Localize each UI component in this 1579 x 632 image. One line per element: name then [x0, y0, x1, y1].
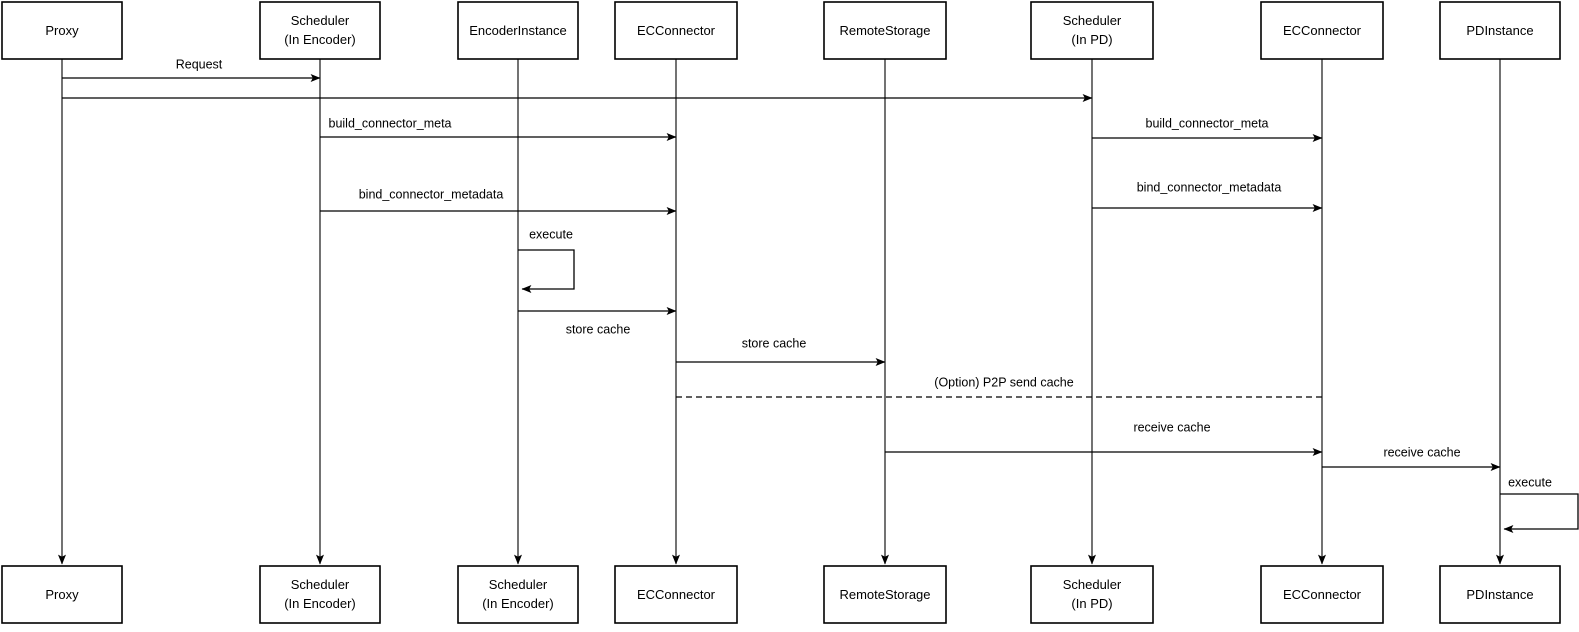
participant-sublabel: (In Encoder): [284, 32, 356, 47]
message-label: store cache: [742, 336, 807, 350]
participant-box-frame: [1439, 565, 1561, 624]
participant-box-frame: [457, 565, 579, 624]
participant-box-frame: [1260, 1, 1384, 60]
message-label: (Option) P2P send cache: [934, 375, 1073, 389]
message-label: build_connector_meta: [329, 116, 452, 130]
lifelines-layer: [58, 59, 1504, 565]
participant-sublabel: (In Encoder): [482, 596, 554, 611]
participant-label: Scheduler: [1063, 13, 1122, 28]
participant-box-bottom-ecc-pd[interactable]: ECConnector: [1260, 565, 1384, 624]
participant-box-top-remote[interactable]: RemoteStorage: [823, 1, 947, 60]
participant-box-frame: [457, 1, 579, 60]
message-m1[interactable]: Request: [62, 57, 321, 82]
message-label: receive cache: [1133, 420, 1210, 434]
participant-sublabel: (In PD): [1071, 596, 1112, 611]
self-message-loop: [1500, 493, 1579, 533]
message-label: build_connector_meta: [1146, 116, 1269, 130]
participant-label: ECConnector: [1283, 587, 1362, 602]
message-m9[interactable]: (Option) P2P send cache: [676, 375, 1322, 398]
participant-box-frame: [1030, 565, 1154, 624]
message-label: bind_connector_metadata: [1137, 180, 1282, 194]
participant-label: Scheduler: [489, 577, 548, 592]
participant-box-bottom-ecc-enc[interactable]: ECConnector: [614, 565, 738, 624]
participant-label: ECConnector: [637, 587, 716, 602]
participant-label: Scheduler: [291, 577, 350, 592]
participant-label: Scheduler: [291, 13, 350, 28]
participant-box-bottom-pd-instance[interactable]: PDInstance: [1439, 565, 1561, 624]
participant-box-top-proxy[interactable]: Proxy: [1, 1, 123, 60]
message-m8[interactable]: store cache: [676, 336, 886, 366]
participant-box-top-ecc-pd[interactable]: ECConnector: [1260, 1, 1384, 60]
self-message-label: execute: [1508, 475, 1552, 489]
participant-box-top-ecc-enc[interactable]: ECConnector: [614, 1, 738, 60]
message-m3[interactable]: build_connector_meta: [320, 116, 677, 141]
participant-label: PDInstance: [1466, 23, 1533, 38]
participant-box-bottom-sched-enc[interactable]: Scheduler (In Encoder): [259, 565, 381, 624]
participant-box-bottom-sched-pd[interactable]: Scheduler (In PD): [1030, 565, 1154, 624]
participant-box-frame: [1439, 1, 1561, 60]
self-message-label: execute: [529, 227, 573, 241]
participant-label: ECConnector: [1283, 23, 1362, 38]
participant-label: EncoderInstance: [469, 23, 567, 38]
self-message-s2[interactable]: execute: [1500, 475, 1579, 533]
message-m7[interactable]: store cache: [518, 307, 677, 336]
participant-box-frame: [823, 1, 947, 60]
message-label: Request: [176, 57, 223, 71]
participant-box-bottom-proxy[interactable]: Proxy: [1, 565, 123, 624]
message-m6[interactable]: bind_connector_metadata: [1092, 180, 1323, 212]
participant-box-frame: [823, 565, 947, 624]
message-m11[interactable]: receive cache: [1322, 445, 1501, 471]
participant-box-frame: [614, 1, 738, 60]
message-label: receive cache: [1383, 445, 1460, 459]
participant-box-top-pd-instance[interactable]: PDInstance: [1439, 1, 1561, 60]
self-message-loop: [518, 249, 575, 293]
participant-box-frame: [1030, 1, 1154, 60]
messages-layer: Request build_connector_meta build_connect…: [62, 57, 1501, 471]
participant-sublabel: (In PD): [1071, 32, 1112, 47]
message-m4[interactable]: build_connector_meta: [1092, 116, 1323, 142]
message-m10[interactable]: receive cache: [885, 420, 1323, 456]
participant-sublabel: (In Encoder): [284, 596, 356, 611]
participant-box-top-sched-pd[interactable]: Scheduler (In PD): [1030, 1, 1154, 60]
participant-box-frame: [259, 565, 381, 624]
self-messages-layer: execute execute: [518, 227, 1579, 533]
participant-label: Scheduler: [1063, 577, 1122, 592]
participant-box-frame: [1260, 565, 1384, 624]
participant-label: Proxy: [45, 23, 79, 38]
participant-box-frame: [614, 565, 738, 624]
self-message-s1[interactable]: execute: [518, 227, 575, 293]
message-m5[interactable]: bind_connector_metadata: [320, 187, 677, 215]
participant-label: ECConnector: [637, 23, 716, 38]
message-label: bind_connector_metadata: [359, 187, 504, 201]
participant-box-top-sched-enc[interactable]: Scheduler (In Encoder): [259, 1, 381, 60]
participant-box-bottom-remote[interactable]: RemoteStorage: [823, 565, 947, 624]
participant-box-bottom-enc-instance[interactable]: Scheduler (In Encoder): [457, 565, 579, 624]
participant-label: PDInstance: [1466, 587, 1533, 602]
participant-box-frame: [259, 1, 381, 60]
participant-label: RemoteStorage: [839, 587, 930, 602]
participant-box-frame: [1, 1, 123, 60]
participant-label: Proxy: [45, 587, 79, 602]
participant-box-frame: [1, 565, 123, 624]
participant-label: RemoteStorage: [839, 23, 930, 38]
participant-box-top-enc-instance[interactable]: EncoderInstance: [457, 1, 579, 60]
message-label: store cache: [566, 322, 631, 336]
